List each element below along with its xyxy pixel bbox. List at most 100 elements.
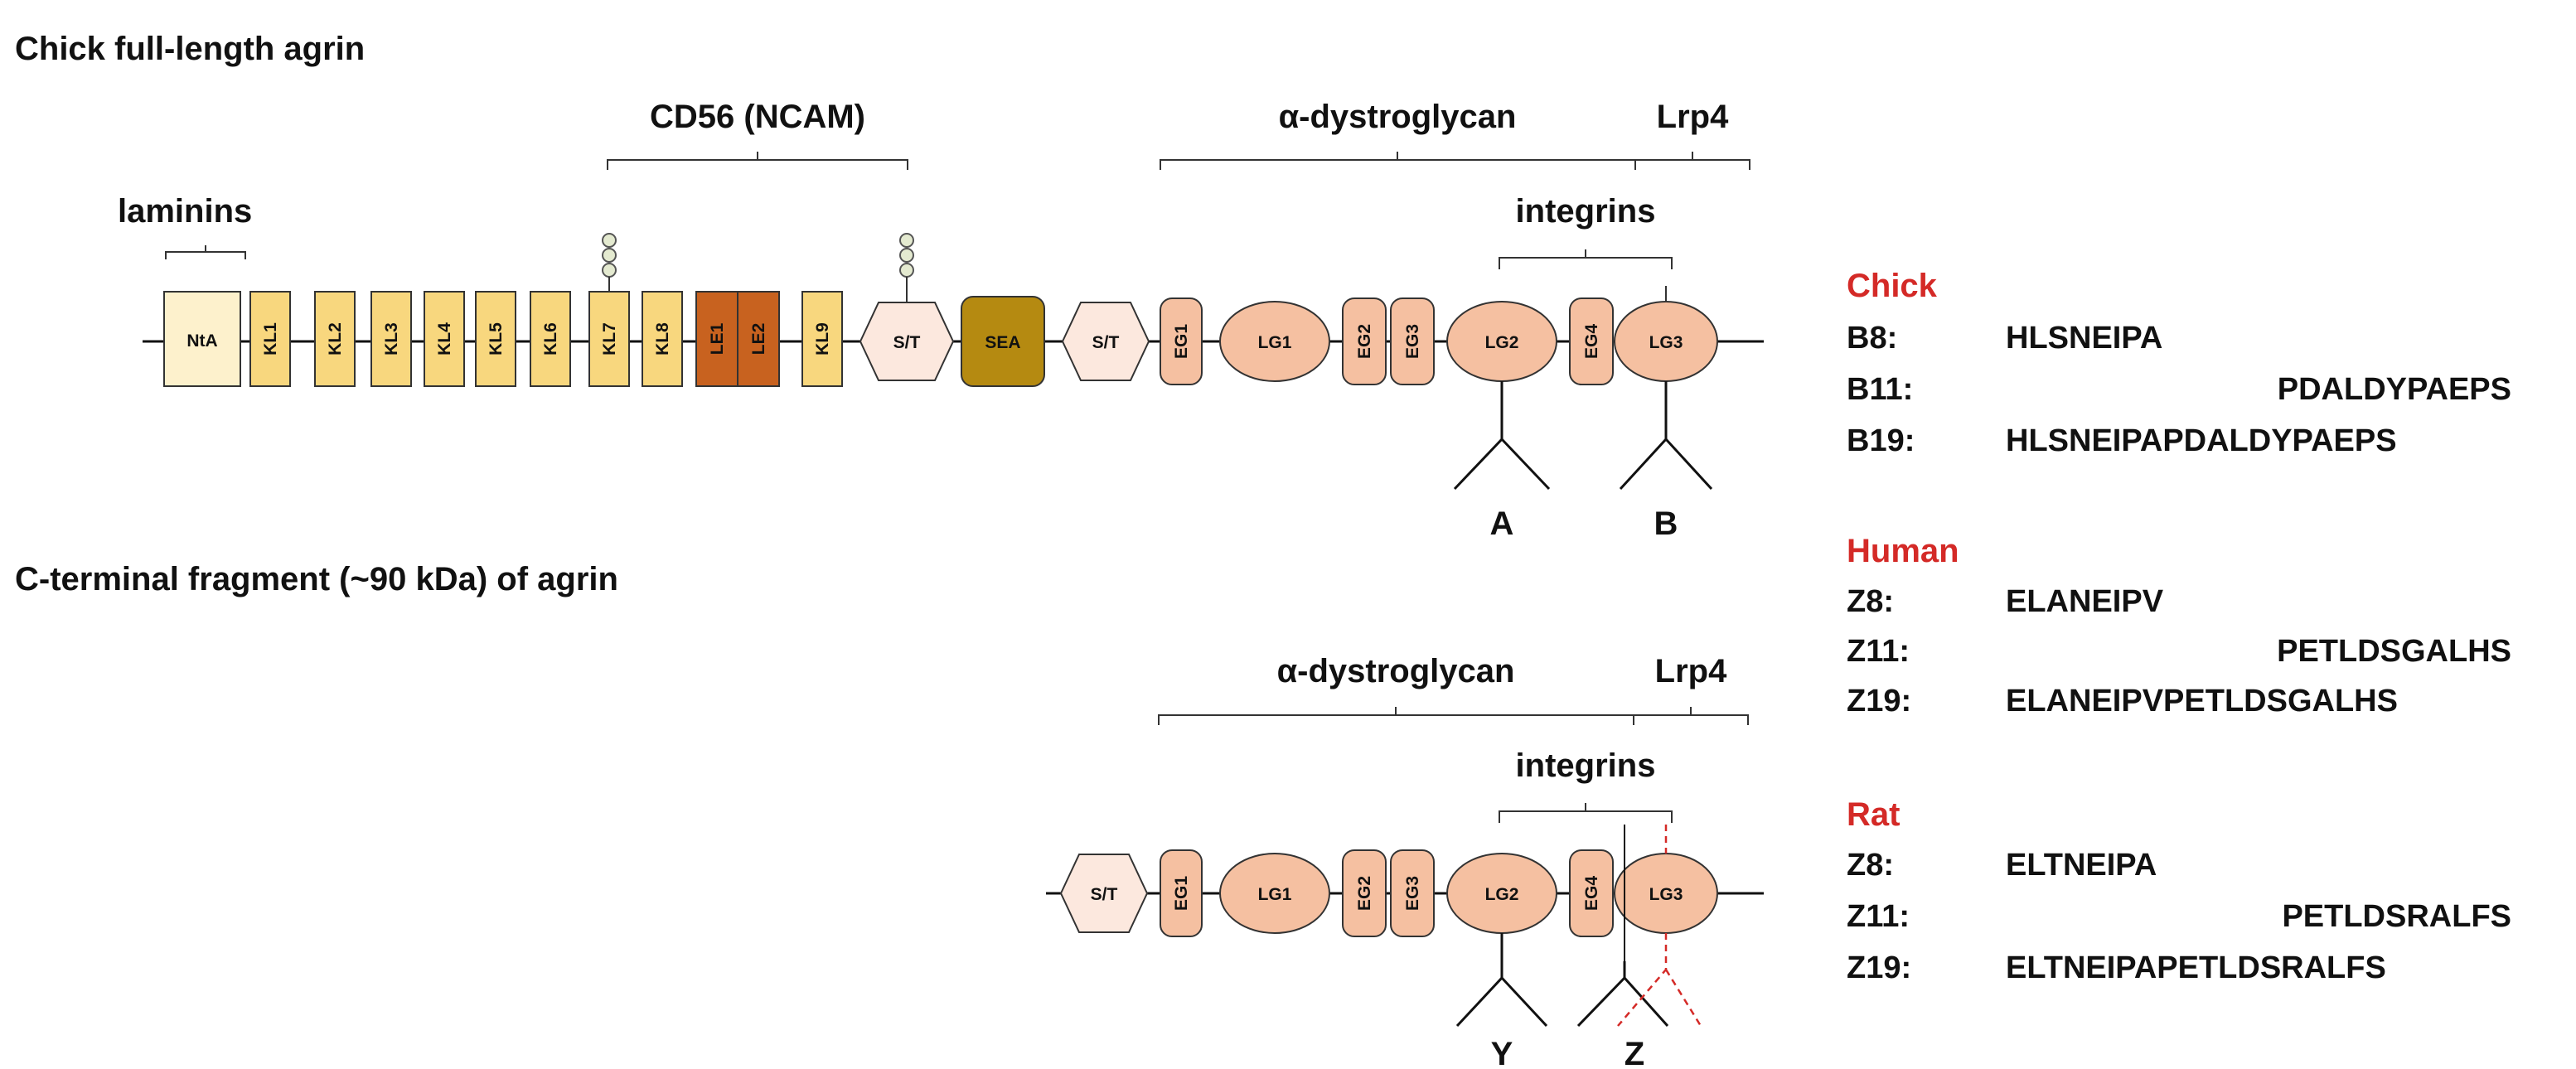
domain-st-2: S/T <box>1061 302 1150 381</box>
species-rat-title: Rat <box>1847 796 1900 833</box>
bracket-icon <box>1499 249 1673 269</box>
domain-kl5-label: KL5 <box>487 322 506 356</box>
seq-label: B19: <box>1847 423 1915 458</box>
bracket-icon <box>1499 803 1673 823</box>
label-integrins-fragment: integrins <box>1516 747 1656 784</box>
domain-kl5: KL5 <box>475 291 516 387</box>
fragment-domain-eg3: EG3 <box>1390 849 1435 937</box>
label-integrins: integrins <box>1516 193 1656 230</box>
seq-label: B8: <box>1847 321 1897 356</box>
domain-kl1-label: KL1 <box>261 322 280 356</box>
domain-kl7: KL7 <box>588 291 630 387</box>
seq-label: Z8: <box>1847 848 1894 883</box>
domain-kl4-label: KL4 <box>435 322 454 356</box>
fragment-domain-eg2: EG2 <box>1342 849 1387 937</box>
species-chick-title: Chick <box>1847 268 1938 304</box>
domain-lg1-label: LG1 <box>1258 333 1292 352</box>
sequence-table: Chick B8: HLSNEIPA B11: PDALDYPAEPS B19:… <box>1847 268 2511 985</box>
domain-kl1: KL1 <box>249 291 291 387</box>
domain-le2-label: LE2 <box>749 323 768 356</box>
domain-sea-label: SEA <box>985 333 1020 352</box>
cleavage-fork-icon <box>1617 933 1702 1027</box>
header-c-terminal-fragment: C-terminal fragment (~90 kDa) of agrin <box>15 561 618 597</box>
bracket-icon <box>1158 707 1634 725</box>
label-alpha-dystroglycan-fragment: α-dystroglycan <box>1277 653 1515 689</box>
binding-annotations-fragment <box>1158 707 1749 823</box>
domain-kl7-label: KL7 <box>600 322 619 356</box>
domain-kl2: KL2 <box>314 291 356 387</box>
seq-value: PETLDSRALFS <box>2282 899 2511 934</box>
fragment-domain-eg4: EG4 <box>1569 849 1614 937</box>
domain-kl8: KL8 <box>642 291 683 387</box>
seq-value: ELANEIPV <box>2006 584 2164 619</box>
seq-value: ELANEIPVPETLDSGALHS <box>2006 684 2398 718</box>
seq-value: HLSNEIPA <box>2006 321 2162 356</box>
domain-kl2-label: KL2 <box>326 322 345 356</box>
seq-label: Z8: <box>1847 584 1894 619</box>
domain-eg3-label: EG3 <box>1403 324 1422 359</box>
domain-eg2-label: EG2 <box>1355 324 1374 359</box>
domain-le1-label: LE1 <box>708 322 727 355</box>
domain-st-label: S/T <box>893 333 921 352</box>
cleavage-fork-icon <box>1453 381 1551 491</box>
domain-kl6: KL6 <box>530 291 571 387</box>
seq-label: B11: <box>1847 372 1913 407</box>
seq-value: HLSNEIPAPDALDYPAEPS <box>2006 423 2397 458</box>
domain-eg1-label: EG1 <box>1172 876 1191 911</box>
domain-kl4: KL4 <box>424 291 465 387</box>
bracket-icon <box>607 152 908 170</box>
glycosylation-chain-icon <box>899 233 914 302</box>
domain-eg4-label: EG4 <box>1582 324 1601 359</box>
site-z-label: Z <box>1625 1036 1644 1069</box>
fragment-domain-lg1: LG1 <box>1219 853 1330 934</box>
label-lrp4-fragment: Lrp4 <box>1655 653 1727 689</box>
species-human-title: Human <box>1847 533 1959 569</box>
domain-lg1: LG1 <box>1219 301 1330 382</box>
label-laminins: laminins <box>118 193 252 230</box>
domain-st-label: S/T <box>1092 333 1120 352</box>
domain-lg3: LG3 <box>1614 301 1718 382</box>
label-cd56-ncam: CD56 (NCAM) <box>650 99 865 135</box>
site-b-label: B <box>1654 505 1678 542</box>
domain-eg2: EG2 <box>1342 297 1387 385</box>
bracket-icon <box>1634 152 1750 170</box>
domain-sea: SEA <box>961 296 1045 387</box>
domain-eg1: EG1 <box>1160 297 1203 385</box>
domain-le1: LE1 <box>695 291 738 387</box>
cleavage-fork-icon <box>1576 961 1669 1028</box>
seq-value: PDALDYPAEPS <box>2278 372 2511 407</box>
domain-kl6-label: KL6 <box>541 322 560 356</box>
domain-eg4: EG4 <box>1569 297 1614 385</box>
domain-st-label: S/T <box>1091 885 1118 904</box>
domain-kl9: KL9 <box>801 291 843 387</box>
domain-eg4-label: EG4 <box>1582 876 1601 911</box>
seq-label: Z19: <box>1847 950 1911 985</box>
domain-eg3: EG3 <box>1390 297 1435 385</box>
domain-kl3-label: KL3 <box>382 322 401 356</box>
domain-lg3-label: LG3 <box>1649 333 1683 352</box>
domain-nta: NtA <box>163 291 241 387</box>
domain-lg2-label: LG2 <box>1485 885 1519 904</box>
bracket-icon <box>165 245 246 259</box>
domain-st-1: S/T <box>859 302 955 381</box>
bracket-icon <box>1160 152 1636 170</box>
seq-value: PETLDSGALHS <box>2277 634 2511 669</box>
domain-eg3-label: EG3 <box>1403 876 1422 911</box>
domain-lg1-label: LG1 <box>1258 885 1292 904</box>
seq-label: Z19: <box>1847 684 1911 718</box>
site-a-label: A <box>1490 505 1514 542</box>
domain-le2: LE2 <box>737 291 780 387</box>
glycosylation-chain-icon <box>602 233 617 292</box>
domain-nta-label: NtA <box>186 331 217 351</box>
seq-label: Z11: <box>1847 634 1910 669</box>
fragment-domain-eg1: EG1 <box>1160 849 1203 937</box>
label-lrp4: Lrp4 <box>1657 99 1729 135</box>
domain-eg2-label: EG2 <box>1355 876 1374 911</box>
fragment-domain-lg3: LG3 <box>1614 853 1718 934</box>
site-y-label: Y <box>1491 1036 1513 1069</box>
bracket-icon <box>1633 707 1749 725</box>
domain-lg2-label: LG2 <box>1485 333 1519 352</box>
domain-kl3: KL3 <box>370 291 412 387</box>
fragment-domain-st: S/T <box>1059 854 1149 933</box>
